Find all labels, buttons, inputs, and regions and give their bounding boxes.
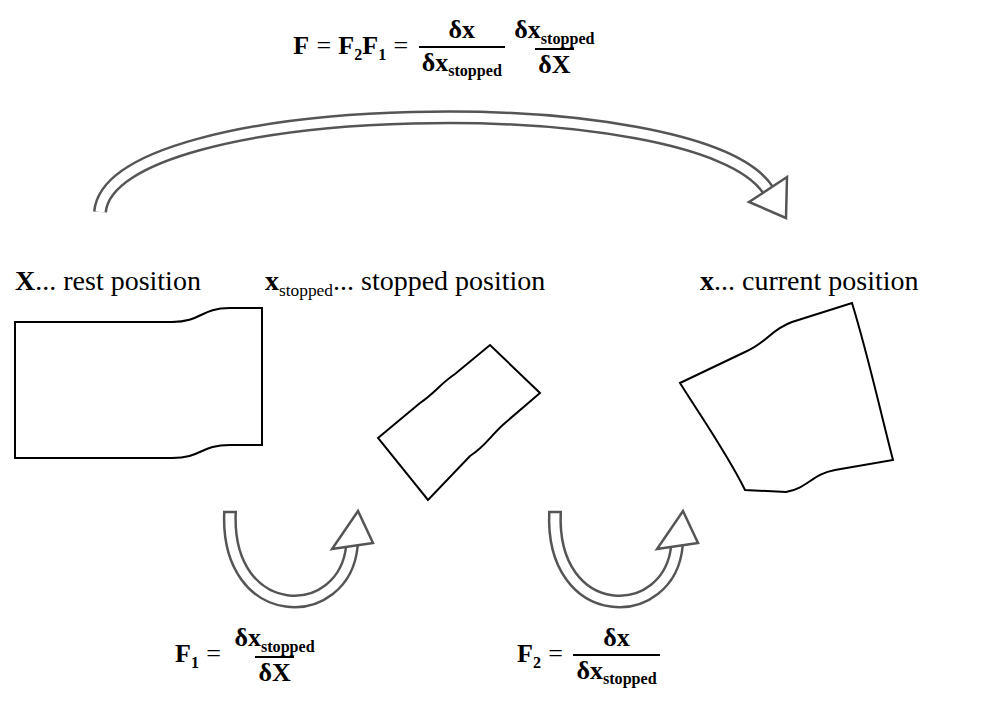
symbol-text: δx xyxy=(576,656,603,685)
symbol-text: ... stopped position xyxy=(333,265,545,296)
fraction: δxstoppedδX xyxy=(231,624,317,688)
operator: = xyxy=(316,31,331,60)
numerator: δxstopped xyxy=(231,624,317,656)
formula-row: F1=δxstoppedδX xyxy=(175,624,321,688)
operator: = xyxy=(394,31,409,60)
fraction: δxδxstopped xyxy=(573,624,659,688)
subscript: stopped xyxy=(279,281,333,300)
curved-arrow-inner xyxy=(100,117,768,212)
symbol-text: x xyxy=(265,265,279,296)
symbol-text: δx xyxy=(603,623,630,652)
u-arrow-inner xyxy=(230,512,352,601)
u-arrow-outline xyxy=(230,512,352,601)
symbol-text: δx xyxy=(422,48,449,77)
current-shape xyxy=(680,303,893,492)
arrow-head xyxy=(657,511,698,549)
symbol-text: ... current position xyxy=(714,265,919,296)
symbol-text: δx xyxy=(234,623,261,652)
symbol-text: F xyxy=(338,31,354,60)
symbol-text: F xyxy=(362,31,378,60)
symbol-text: δX xyxy=(258,658,290,687)
operator: = xyxy=(548,639,563,668)
subscript: 2 xyxy=(533,654,541,671)
numerator: δx xyxy=(600,624,633,654)
rest-shape xyxy=(15,308,262,458)
formula-row: F=F2F1=δxδxstoppedδxstoppedδX xyxy=(293,16,601,80)
subscript: stopped xyxy=(448,62,502,79)
symbol-text: F xyxy=(517,639,533,668)
curved-arrow-outline xyxy=(100,117,768,212)
formula-row: xstopped... stopped position xyxy=(265,264,545,302)
denominator: δX xyxy=(535,48,574,80)
symbol-text: δx xyxy=(514,15,541,44)
fraction: δxδxstopped xyxy=(419,16,505,80)
subscript: stopped xyxy=(541,30,595,47)
numerator: δx xyxy=(445,16,478,46)
subscript: stopped xyxy=(603,670,657,687)
numerator: δxstopped xyxy=(511,16,597,48)
denominator: δX xyxy=(255,656,294,688)
symbol-text: F xyxy=(293,31,309,60)
arrow-head xyxy=(332,511,373,549)
subscript: 1 xyxy=(191,654,199,671)
symbol-text: δx xyxy=(449,15,476,44)
subscript: stopped xyxy=(261,638,315,655)
symbol-text: x xyxy=(700,265,714,296)
denominator: δxstopped xyxy=(419,46,505,80)
formula-row: X... rest position xyxy=(15,264,201,298)
arrow-tail xyxy=(223,511,237,514)
symbol-text: X xyxy=(15,265,35,296)
symbol-text: F xyxy=(175,639,191,668)
u-arrow-inner xyxy=(555,512,677,601)
formula-row: x... current position xyxy=(700,264,919,298)
operator: = xyxy=(206,639,221,668)
u-arrow-outline xyxy=(555,512,677,601)
arrow-tail xyxy=(548,511,562,514)
subscript: 2 xyxy=(354,46,362,63)
symbol-text: δX xyxy=(538,50,570,79)
formula-row: F2=δxδxstopped xyxy=(517,624,663,688)
fraction: δxstoppedδX xyxy=(511,16,597,80)
arrow-head xyxy=(749,177,787,218)
denominator: δxstopped xyxy=(573,654,659,688)
stopped-shape xyxy=(378,345,540,500)
subscript: 1 xyxy=(378,46,386,63)
symbol-text: ... rest position xyxy=(35,265,201,296)
